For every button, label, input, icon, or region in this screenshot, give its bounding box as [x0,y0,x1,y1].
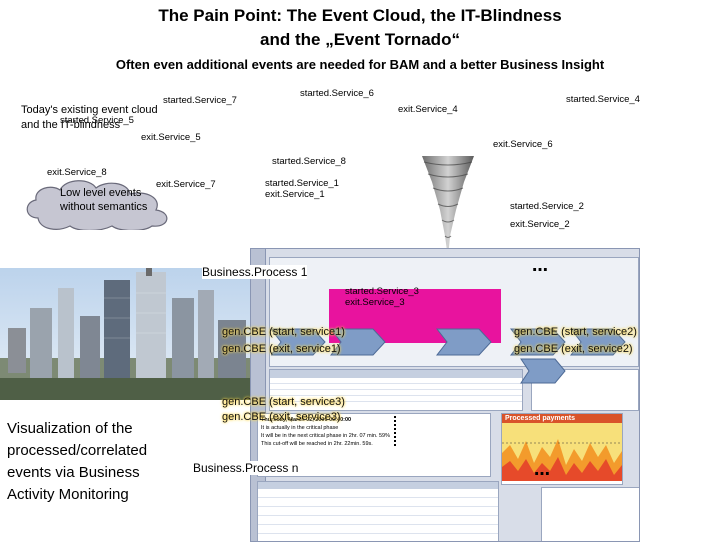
ellipsis: … [532,256,548,275]
notes-line: It is actually in the critical phase [261,425,339,431]
viz-line: processed/correlated [7,442,148,459]
gen-cbe-label: gen.CBE (exit, service1) [222,343,341,355]
event-label: exit.Service_1 [265,189,325,200]
event-label: started.Service_1 [265,178,339,189]
viz-line: events via Business [7,464,140,481]
event-label: started.Service_4 [566,94,640,105]
gen-cbe-label: gen.CBE (start, service1) [222,326,345,338]
cloud-label: Low level events without semantics [60,186,147,214]
lower-table [257,481,499,541]
event-label: started.Service_3 [345,286,419,297]
slide-title-line2: and the „Event Tornado“ [260,30,460,49]
gen-cbe-label: gen.CBE (exit, service3) [222,411,341,423]
event-label: started.Service_2 [510,201,584,212]
event-label: started.Service_8 [272,156,346,167]
gen-cbe-label: gen.CBE (start, service3) [222,396,345,408]
event-label: exit.Service_2 [510,219,570,230]
event-label: exit.Service_4 [398,104,458,115]
event-label: exit.Service_3 [345,297,405,308]
viz-line: Visualization of the [7,420,133,437]
processed-payments-header: Processed payments [502,414,622,423]
cloud-label-line1: Low level events [60,187,142,199]
notes-line: It will be in the next critical phase in… [261,433,391,439]
processed-payments-chart: Processed payments [501,413,623,485]
small-chevrons [520,358,566,384]
business-process-1-label: Business.Process 1 [202,265,308,279]
slide-subtitle: Often even additional events are needed … [115,57,605,72]
slide-title-line1: The Pain Point: The Event Cloud, the IT-… [158,6,562,25]
legend-panel [541,487,639,541]
event-label: started.Service_5 [60,115,134,126]
event-label: started.Service_6 [300,88,374,99]
ellipsis: … [534,460,550,479]
cloud-caption: Today's existing event cloud [21,104,158,116]
vertical-ellipsis [394,416,400,446]
event-cloud-shape [26,180,168,230]
bam-dashboard-screenshot: Thursday, March 02, 2006 09:40:00 It is … [250,248,640,542]
event-label: started.Service_7 [163,95,237,106]
event-label: exit.Service_6 [493,139,553,150]
event-label: exit.Service_8 [47,167,107,178]
process-chevrons-row [271,328,626,356]
tornado-icon [422,156,474,258]
event-label: exit.Service_5 [141,132,201,143]
notes-date: Thursday, March 02, 2006 09:40:00 [261,417,352,423]
viz-line: Activity Monitoring [7,486,129,503]
cloud-label-line2: without semantics [60,201,148,213]
business-process-n-label: Business.Process n [193,461,299,475]
cloud-caption-2: and the IT-blindness [21,119,121,131]
gen-cbe-label: gen.CBE (start, service2) [514,326,637,338]
notes-line: This cut-off will be reached in 2hr. 22m… [261,441,373,447]
payments-table [269,369,523,411]
event-label: exit.Service_7 [156,179,216,190]
visualization-caption: Visualization of the processed/correlate… [7,418,147,506]
gen-cbe-label: gen.CBE (exit, service2) [514,343,633,355]
city-skyline-photo [0,268,250,400]
